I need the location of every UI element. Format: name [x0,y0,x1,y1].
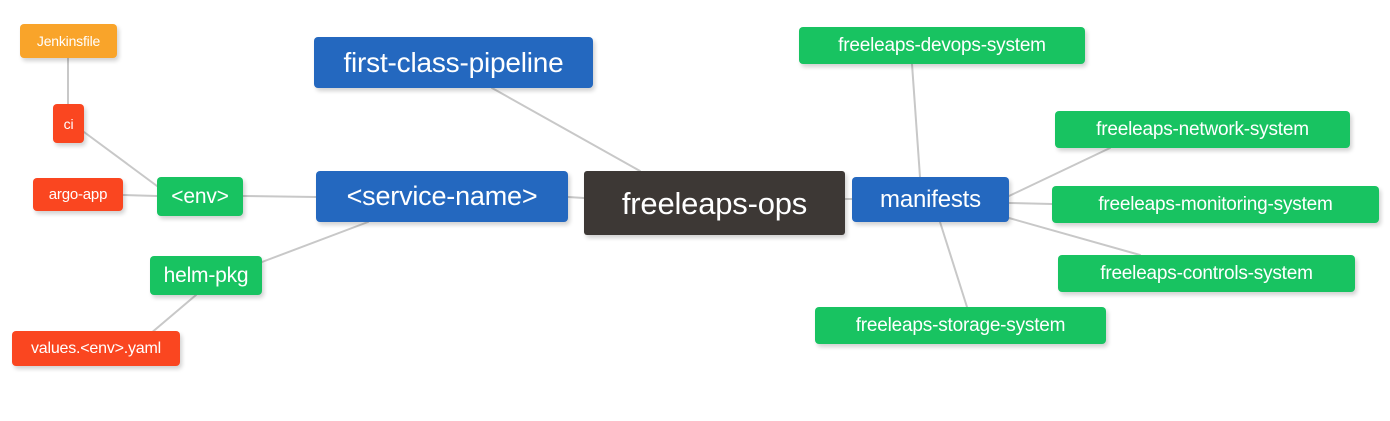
node-helm-pkg[interactable]: helm-pkg [150,256,262,295]
edge-manifests-to-freeleaps-monitoring-system [1008,202,1053,205]
node-label-freeleaps-monitoring-system: freeleaps-monitoring-system [1098,194,1333,215]
node-service-name[interactable]: <service-name> [316,171,568,222]
edge-manifests-to-freeleaps-controls-system [1008,217,1141,256]
node-label-freeleaps-network-system: freeleaps-network-system [1096,119,1309,140]
node-values-yaml[interactable]: values.<env>.yaml [12,331,180,366]
node-label-freeleaps-controls-system: freeleaps-controls-system [1100,263,1313,284]
node-label-argo-app: argo-app [48,186,108,203]
node-label-first-class-pipeline: first-class-pipeline [343,46,564,78]
node-manifests[interactable]: manifests [852,177,1009,222]
edge-manifests-to-freeleaps-storage-system [939,221,968,308]
node-label-freeleaps-ops: freeleaps-ops [621,185,808,221]
node-jenkinsfile[interactable]: Jenkinsfile [20,24,117,58]
edge-service-name-to-freeleaps-ops [567,196,585,199]
node-freeleaps-network-system[interactable]: freeleaps-network-system [1055,111,1350,148]
node-freeleaps-monitoring-system[interactable]: freeleaps-monitoring-system [1052,186,1379,223]
edge-argo-app-to-env [122,194,158,197]
node-freeleaps-storage-system[interactable]: freeleaps-storage-system [815,307,1106,344]
node-ci[interactable]: ci [53,104,84,143]
edge-first-class-pipeline-to-freeleaps-ops [491,87,641,172]
node-first-class-pipeline[interactable]: first-class-pipeline [314,37,593,88]
edge-values-yaml-to-helm-pkg [149,294,197,335]
edge-env-to-service-name [242,195,317,198]
node-freeleaps-devops-system[interactable]: freeleaps-devops-system [799,27,1085,64]
node-freeleaps-controls-system[interactable]: freeleaps-controls-system [1058,255,1355,292]
node-argo-app[interactable]: argo-app [33,178,123,211]
node-label-jenkinsfile: Jenkinsfile [36,33,101,49]
node-label-env: <env> [171,185,229,208]
node-label-freeleaps-storage-system: freeleaps-storage-system [855,315,1066,336]
node-label-ci: ci [63,115,74,132]
node-env[interactable]: <env> [157,177,243,216]
node-label-values-yaml: values.<env>.yaml [30,339,161,357]
node-label-service-name: <service-name> [346,181,538,211]
node-label-helm-pkg: helm-pkg [163,264,249,287]
node-label-freeleaps-devops-system: freeleaps-devops-system [838,35,1046,56]
edge-helm-pkg-to-service-name [261,221,369,263]
edge-manifests-to-freeleaps-devops-system [911,63,921,178]
node-freeleaps-ops[interactable]: freeleaps-ops [584,171,845,235]
node-label-manifests: manifests [880,185,981,213]
